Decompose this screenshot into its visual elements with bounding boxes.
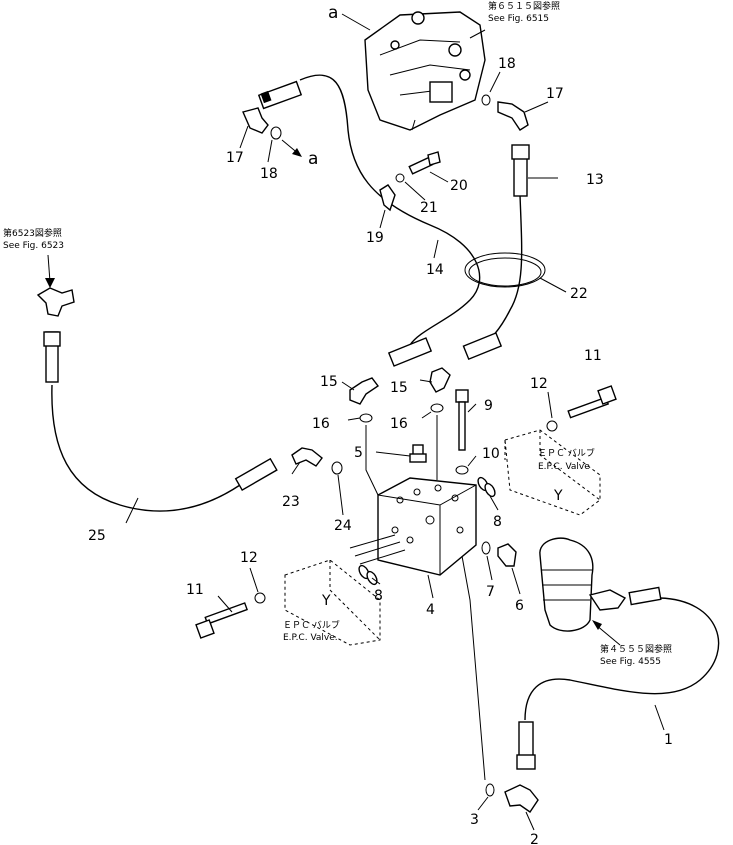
hose-14 (299, 74, 481, 346)
part-label-12-lower: 12 (240, 550, 258, 566)
epc-valve-upper-en: E.P.C. Valve (538, 462, 590, 472)
part-label-10: 10 (482, 446, 500, 462)
washer-12-upper (546, 420, 558, 432)
part-label-5: 5 (354, 445, 363, 461)
hose-13-line (479, 194, 523, 349)
ref-fig6523-jp: 第6523図参照 (3, 227, 62, 239)
ref-fig6515-en: See Fig. 6515 (488, 14, 549, 24)
bolt-9 (455, 389, 469, 451)
leader-lines (125, 13, 665, 831)
accumulator (539, 537, 662, 632)
o-ring-24 (331, 461, 343, 475)
callout-a-mid: a (308, 149, 318, 169)
fitting-13 (511, 144, 530, 197)
ref-fig6515-jp: 第６５１５図参照 (488, 0, 560, 12)
part-label-6: 6 (515, 598, 524, 614)
clamp-22 (464, 252, 546, 288)
part-label-16-left: 16 (312, 416, 330, 432)
o-ring-16-left (359, 413, 373, 423)
part-label-1: 1 (664, 732, 673, 748)
o-ring-18-left (270, 126, 282, 140)
part-label-11-lower: 11 (186, 582, 204, 598)
part-label-15-right: 15 (390, 380, 408, 396)
part-label-23: 23 (282, 494, 300, 510)
epc-valve-upper: Y (504, 429, 601, 516)
ref-fig6523-en: See Fig. 6523 (3, 241, 64, 251)
elbow-fitting-17-left (242, 107, 269, 134)
part-label-24: 24 (334, 518, 352, 534)
control-valve-assembly (364, 11, 486, 131)
o-ring-18-right (481, 94, 491, 106)
epc-valve-lower: Y (284, 559, 381, 646)
part-label-22: 22 (570, 286, 588, 302)
hose-1 (524, 597, 720, 721)
fitting-6 (497, 543, 517, 567)
washer-12-lower (254, 592, 266, 604)
part-label-17-left: 17 (226, 150, 244, 166)
washer-10 (455, 465, 469, 475)
fitting-hose1-end (516, 721, 536, 770)
part-label-9: 9 (484, 398, 493, 414)
epc-valve-lower-jp: ＥＰＣ バルブ (283, 619, 340, 631)
elbow-fitting-15-left (349, 377, 380, 405)
o-ring-16-right (430, 403, 444, 413)
washer-21 (395, 173, 405, 183)
callout-a-top: a (328, 3, 338, 23)
part-label-18-left: 18 (260, 166, 278, 182)
part-label-21: 21 (420, 200, 438, 216)
part-label-8-upper: 8 (493, 514, 502, 530)
screws-8-upper (477, 476, 496, 498)
part-label-16-right: 16 (390, 416, 408, 432)
part-label-12-upper: 12 (530, 376, 548, 392)
manifold-block-4 (377, 477, 477, 576)
tee-fitting-6523 (36, 287, 75, 383)
elbow-fitting-2 (504, 784, 539, 813)
hose-25 (51, 384, 241, 512)
bolt-11-lower (195, 602, 248, 639)
part-label-25: 25 (88, 528, 106, 544)
hose-end-fitting (257, 80, 303, 110)
part-label-8-lower: 8 (374, 588, 383, 604)
svg-text:Y: Y (321, 593, 331, 609)
part-label-2: 2 (530, 832, 539, 845)
part-label-20: 20 (450, 178, 468, 194)
o-ring-7 (481, 541, 491, 555)
clamp-19 (379, 184, 396, 212)
epc-valve-lower-en: E.P.C. Valve. (283, 633, 338, 643)
hose-end-lower-left (387, 337, 433, 367)
bolt-20 (408, 151, 441, 175)
part-label-14: 14 (426, 262, 444, 278)
fitting-5 (409, 444, 427, 463)
part-label-3: 3 (470, 812, 479, 828)
hose-end-25 (234, 457, 278, 492)
part-label-7: 7 (486, 584, 495, 600)
svg-text:Y: Y (553, 488, 563, 504)
elbow-fitting-17-right (497, 101, 529, 131)
o-ring-3 (485, 783, 495, 797)
bolt-11-upper (567, 385, 617, 419)
part-label-4: 4 (426, 602, 435, 618)
epc-valve-upper-jp: ＥＰＣ バルブ (538, 447, 595, 459)
part-label-15-left: 15 (320, 374, 338, 390)
ref-fig4555-en: See Fig. 4555 (600, 657, 661, 667)
elbow-fitting-15-right (429, 367, 451, 393)
part-label-17-right: 17 (546, 86, 564, 102)
hose-end-lower-right (462, 332, 503, 361)
elbow-fitting-23 (291, 447, 323, 467)
part-label-13: 13 (586, 172, 604, 188)
part-label-18-top: 18 (498, 56, 516, 72)
part-label-11-upper: 11 (584, 348, 602, 364)
ref-fig4555-jp: 第４５５５図参照 (600, 643, 672, 655)
part-label-19: 19 (366, 230, 384, 246)
